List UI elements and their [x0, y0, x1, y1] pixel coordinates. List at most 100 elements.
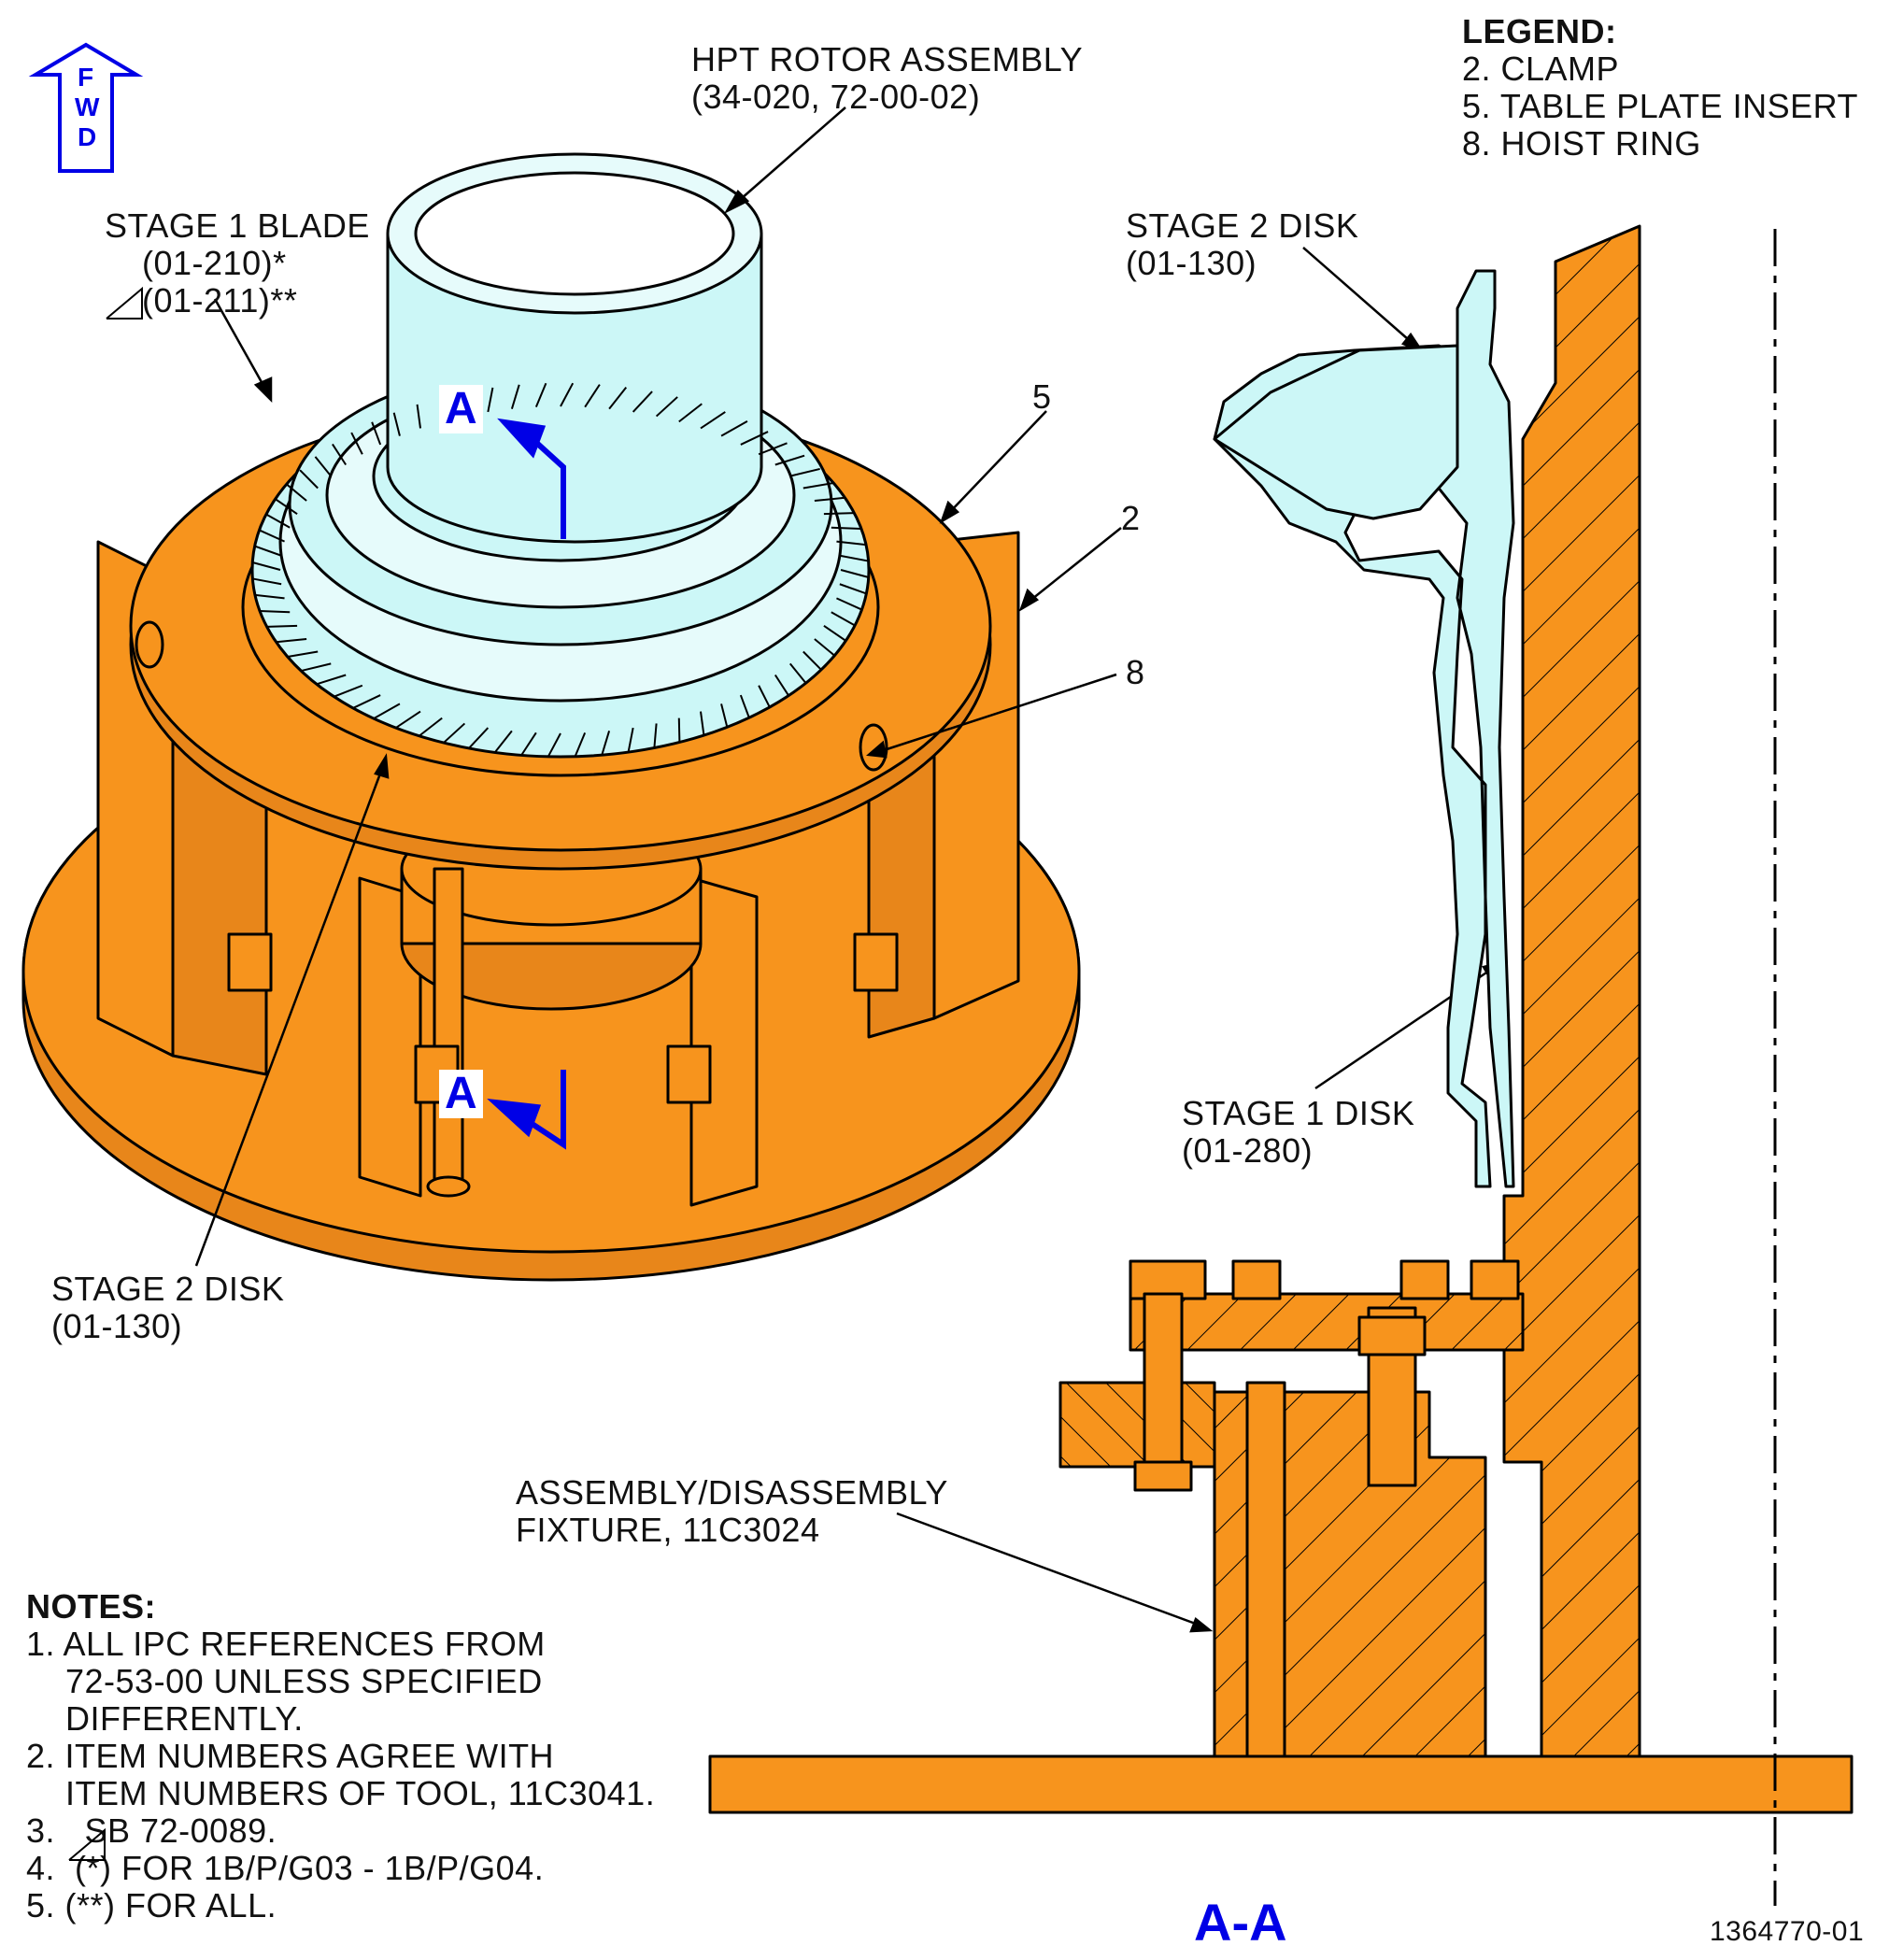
blade-tick — [299, 469, 319, 490]
blade-tick — [627, 727, 634, 753]
blade-tick — [831, 611, 856, 627]
notes: NOTES: 1. ALL IPC REFERENCES FROM 72-53-… — [26, 1588, 655, 1924]
label-line: STAGE 1 DISK — [1182, 1094, 1415, 1132]
blade-tick — [275, 498, 298, 515]
legend: LEGEND: 2. CLAMP 5. TABLE PLATE INSERT 8… — [1462, 13, 1858, 163]
blade-tick — [286, 483, 307, 502]
label-fixture: ASSEMBLY/DISASSEMBLY FIXTURE, 11C3024 — [516, 1474, 948, 1549]
label-item-8: 8 — [1126, 653, 1145, 691]
blade-tick — [823, 512, 855, 516]
blade-tick — [789, 467, 820, 477]
blade-tick — [259, 529, 285, 543]
blade-tick — [831, 526, 861, 531]
blade-tick — [350, 432, 363, 455]
fwd-letter-d: D — [78, 122, 97, 151]
blade-tick — [608, 386, 628, 410]
note-line: 3. SB 72-0089. — [26, 1811, 277, 1850]
blade-tick — [266, 624, 298, 628]
blade-tick — [316, 674, 347, 686]
leader-lines — [194, 107, 1506, 1633]
blade-tick — [493, 730, 513, 754]
note-line: DIFFERENTLY. — [26, 1699, 304, 1738]
blade-tick — [655, 396, 678, 418]
label-hpt-rotor: HPT ROTOR ASSEMBLY (34-020, 72-00-02) — [691, 41, 1083, 116]
label-line: (01-210)* — [142, 244, 287, 282]
blade-tick — [758, 685, 771, 708]
blade-tick — [301, 662, 332, 673]
label-line: STAGE 2 DISK — [1126, 206, 1359, 245]
blade-tick — [839, 554, 869, 562]
blade-tick — [700, 411, 726, 430]
section-marker-bottom: A — [439, 1070, 483, 1118]
fwd-letter-f: F — [78, 63, 94, 92]
label-line: (01-130) — [51, 1307, 183, 1345]
blade-tick — [392, 412, 401, 436]
sb-triangle-icon — [106, 286, 143, 320]
blade-tick — [510, 384, 520, 409]
blade-tick — [371, 421, 382, 446]
blade-tick — [584, 384, 601, 408]
label-line: HPT ROTOR ASSEMBLY — [691, 40, 1084, 78]
blade-tick — [836, 597, 862, 611]
blade-tick — [814, 496, 845, 503]
section-a-a-view — [708, 224, 1853, 1906]
blade-tick — [252, 561, 281, 571]
fwd-letter-w: W — [75, 92, 100, 121]
blade-tick — [443, 722, 466, 744]
note-line: 5. (**) FOR ALL. — [26, 1886, 277, 1924]
legend-item: 2. CLAMP — [1462, 50, 1620, 88]
blade-tick — [758, 442, 788, 456]
blade-tick — [287, 650, 319, 658]
blade-tick — [352, 694, 381, 709]
blade-tick — [468, 727, 490, 749]
sb-triangle-icon — [68, 1827, 106, 1861]
blade-tick — [314, 456, 333, 477]
label-stage2-disk-left: STAGE 2 DISK (01-130) — [51, 1271, 284, 1345]
blade-tick — [560, 382, 575, 407]
blade-tick — [332, 443, 348, 466]
label-line: ASSEMBLY/DISASSEMBLY — [516, 1473, 948, 1512]
blade-tick — [802, 650, 822, 671]
label-line: STAGE 1 BLADE — [105, 206, 370, 245]
blade-tick — [265, 513, 291, 529]
blade-tick — [395, 710, 421, 729]
blade-tick — [520, 731, 537, 756]
label-stage1-disk: STAGE 1 DISK (01-280) — [1182, 1095, 1414, 1170]
blade-tick — [632, 391, 653, 413]
blade-tick — [678, 403, 703, 423]
blade-tick — [788, 662, 807, 684]
label-stage2-disk-right: STAGE 2 DISK (01-130) — [1126, 207, 1358, 282]
label-item-2: 2 — [1121, 499, 1141, 537]
notes-title: NOTES: — [26, 1587, 157, 1626]
blade-tick — [740, 431, 769, 446]
note-line: 4. (*) FOR 1B/P/G03 - 1B/P/G04. — [26, 1849, 545, 1887]
blade-tick — [720, 420, 748, 437]
blade-tick — [254, 545, 282, 557]
blade-tick — [574, 731, 587, 758]
blade-tick — [823, 625, 846, 642]
label-line: (01-211)** — [142, 281, 298, 320]
note-line: ITEM NUMBERS OF TOOL, 11C3041. — [26, 1774, 656, 1812]
label-line: (01-130) — [1126, 244, 1257, 282]
blade-tick — [487, 387, 494, 413]
label-item-5: 5 — [1032, 377, 1052, 416]
blade-tick — [700, 711, 705, 736]
stage1-blade-ring — [252, 382, 869, 758]
blade-tick — [814, 638, 835, 657]
blade-tick — [416, 404, 421, 429]
blade-tick — [836, 540, 867, 547]
label-stage1-blade: STAGE 1 BLADE (01-210)* (01-211)** — [105, 207, 370, 320]
blade-tick — [653, 723, 658, 748]
section-cut-line — [487, 418, 566, 1150]
note-line: 72-53-00 UNLESS SPECIFIED — [26, 1662, 543, 1700]
section-marker-top: A — [439, 385, 483, 433]
note-line: 2. ITEM NUMBERS AGREE WITH — [26, 1737, 555, 1775]
blade-tick — [254, 593, 285, 600]
blade-tick — [720, 703, 729, 728]
blade-tick — [419, 717, 443, 737]
blade-tick — [260, 609, 291, 614]
blade-tick — [677, 717, 681, 743]
blade-tick — [276, 637, 307, 644]
legend-item: 8. HOIST RING — [1462, 124, 1701, 163]
